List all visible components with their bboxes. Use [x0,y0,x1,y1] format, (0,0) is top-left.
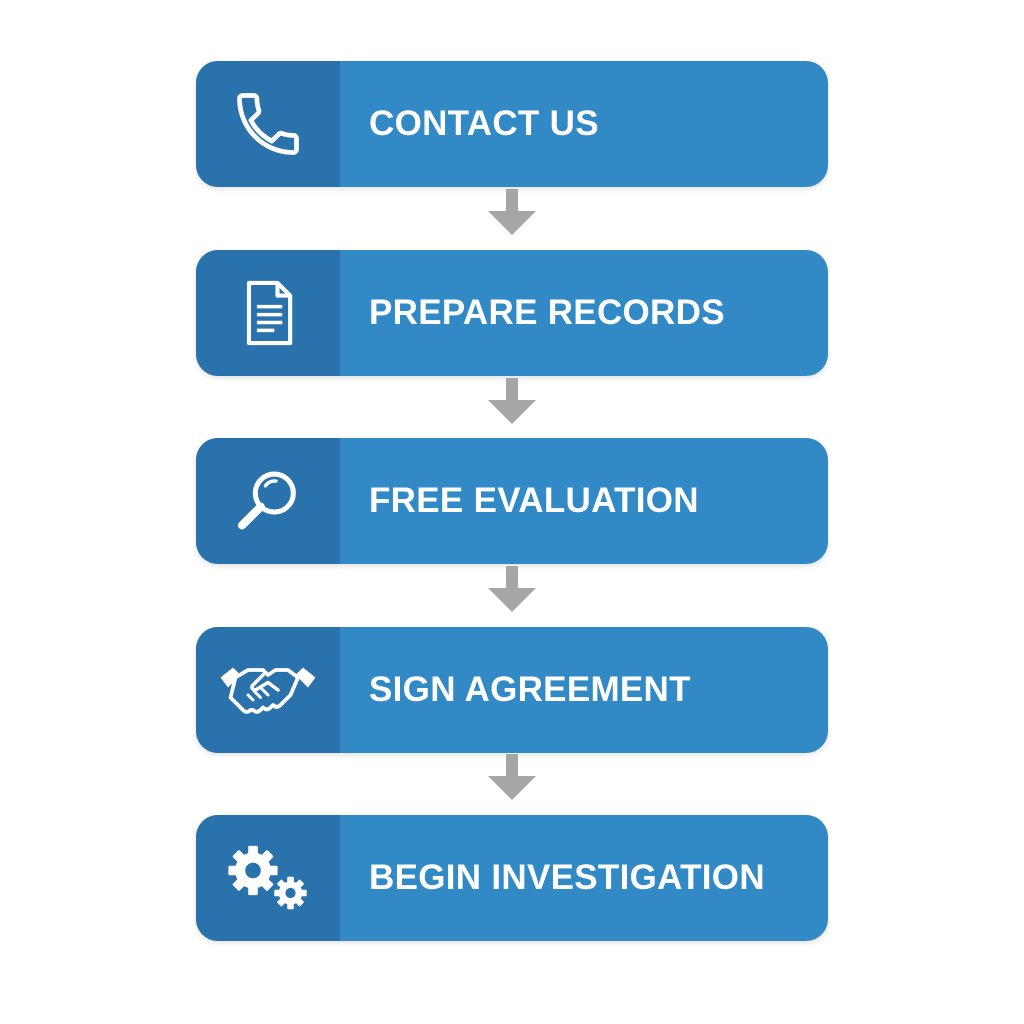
magnifier-icon [237,471,296,530]
step-begin-investigation: BEGIN INVESTIGATION [196,815,828,941]
step-label: SIGN AGREEMENT [369,670,691,709]
step-icon-panel [196,250,340,376]
step-icon-panel [196,438,340,564]
step-icon-panel [196,61,340,187]
step-contact-us: CONTACT US [196,61,828,187]
gears-icon [228,845,307,910]
handshake-icon [220,667,316,714]
step-sign-agreement: SIGN AGREEMENT [196,627,828,753]
down-arrow-icon [484,374,540,430]
step-label: PREPARE RECORDS [369,293,725,332]
down-arrow-icon [484,750,540,806]
step-label: FREE EVALUATION [369,481,699,520]
down-arrow-icon [484,562,540,618]
step-free-evaluation: FREE EVALUATION [196,438,828,564]
phone-icon [237,93,299,155]
down-arrow-icon [484,185,540,241]
step-prepare-records: PREPARE RECORDS [196,250,828,376]
document-icon [246,280,293,346]
step-icon-panel [196,815,340,941]
step-label: BEGIN INVESTIGATION [369,858,765,897]
step-icon-panel [196,627,340,753]
step-label: CONTACT US [369,104,599,143]
